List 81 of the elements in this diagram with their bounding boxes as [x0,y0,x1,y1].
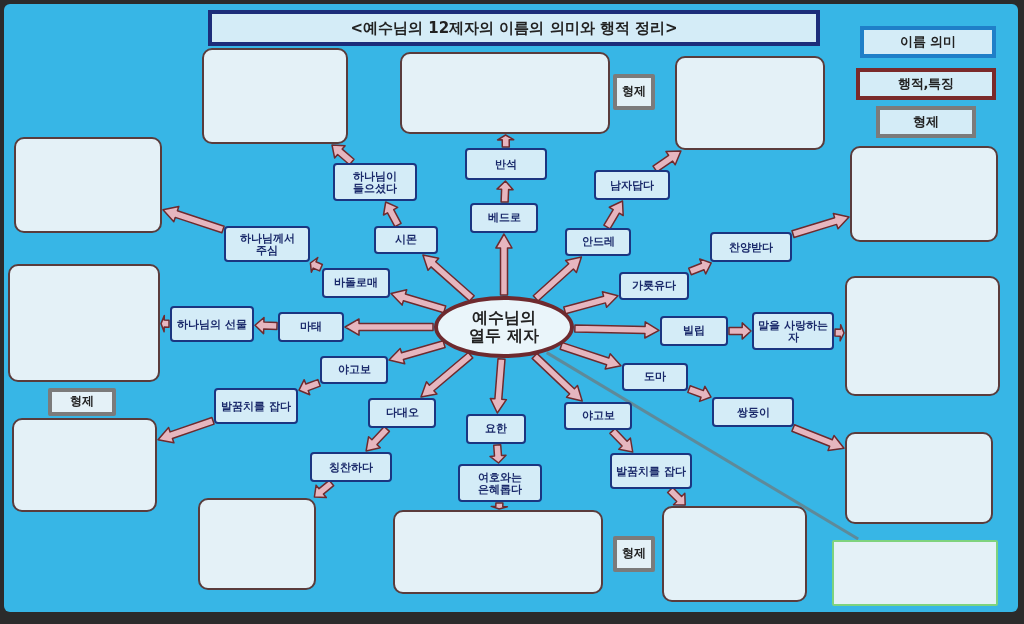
note-box [393,510,603,594]
meaning-box: 찬양받다 [710,232,792,262]
brothers-box: 형제 [613,74,655,110]
meaning-box: 하나님께서 주심 [224,226,310,262]
arrow [157,416,215,444]
name-box: 가룟유다 [619,272,689,300]
arrow [309,256,324,273]
name-box: 바돌로매 [322,268,390,298]
meaning-box: 칭찬하다 [310,452,392,482]
arrow [791,423,845,452]
arrow [160,314,170,333]
brothers-box: 형제 [48,388,116,416]
connector-line [545,351,859,541]
arrow [489,443,507,464]
note-box [400,52,610,134]
arrow [298,378,321,396]
arrow [388,340,446,365]
arrow [834,324,845,342]
name-box: 요한 [466,414,526,444]
note-box [832,540,998,606]
name-box: 마태 [278,312,344,342]
arrow [390,288,447,314]
arrow [652,150,682,173]
arrow [791,212,850,239]
title-banner: <예수님의 12제자의 이름의 의미와 행적 정리> [208,10,820,46]
arrow [365,425,391,452]
arrow [254,316,278,335]
arrow [496,134,515,148]
meaning-box: 반석 [465,148,547,180]
arrow [574,321,660,339]
note-box [845,432,993,524]
meaning-box: 발꿈치를 잡다 [610,453,692,489]
arrow [496,180,514,203]
arrow [532,256,583,302]
arrow [666,486,686,506]
arrow [687,385,712,403]
note-box [8,264,160,382]
legend-box: 행적,특징 [856,68,996,100]
name-box: 베드로 [470,203,538,233]
name-box: 다대오 [368,398,436,428]
note-box [12,418,157,512]
arrow [563,291,619,315]
name-box: 시몬 [374,226,438,254]
name-box: 도마 [622,363,688,391]
arrow [382,201,402,228]
note-box [675,56,825,150]
arrow [603,200,624,230]
arrow [422,254,475,302]
arrow [531,352,583,402]
note-box [850,146,998,242]
legend-box: 형제 [876,106,976,138]
note-box [662,506,807,602]
meaning-box: 여호와는 은혜롭다 [458,464,542,502]
name-box: 야고보 [564,402,632,430]
note-box [845,276,1000,396]
meaning-box: 발꿈치를 잡다 [214,388,298,424]
arrow [728,322,752,340]
arrow [420,351,474,398]
note-box [14,137,162,233]
arrow [559,341,622,370]
arrow [162,205,225,234]
arrow [489,357,508,414]
meaning-box: 남자답다 [594,170,670,200]
name-box: 안드레 [565,228,631,256]
arrow [609,427,634,453]
meaning-box: 하나님의 선물 [170,306,254,342]
arrow [495,233,513,296]
note-box [198,498,316,590]
arrow [313,479,335,499]
legend-box: 이름 의미 [860,26,996,58]
meaning-box: 쌍둥이 [712,397,794,427]
note-box [202,48,348,144]
name-box: 야고보 [320,356,388,384]
brothers-box: 형제 [613,536,655,572]
meaning-box: 말을 사랑하는 자 [752,312,834,350]
meaning-box: 하나님이 들으셨다 [333,163,417,201]
arrow [331,144,355,166]
arrow [490,502,509,510]
name-box: 빌립 [660,316,728,346]
arrow [344,318,434,336]
arrow [687,258,712,276]
